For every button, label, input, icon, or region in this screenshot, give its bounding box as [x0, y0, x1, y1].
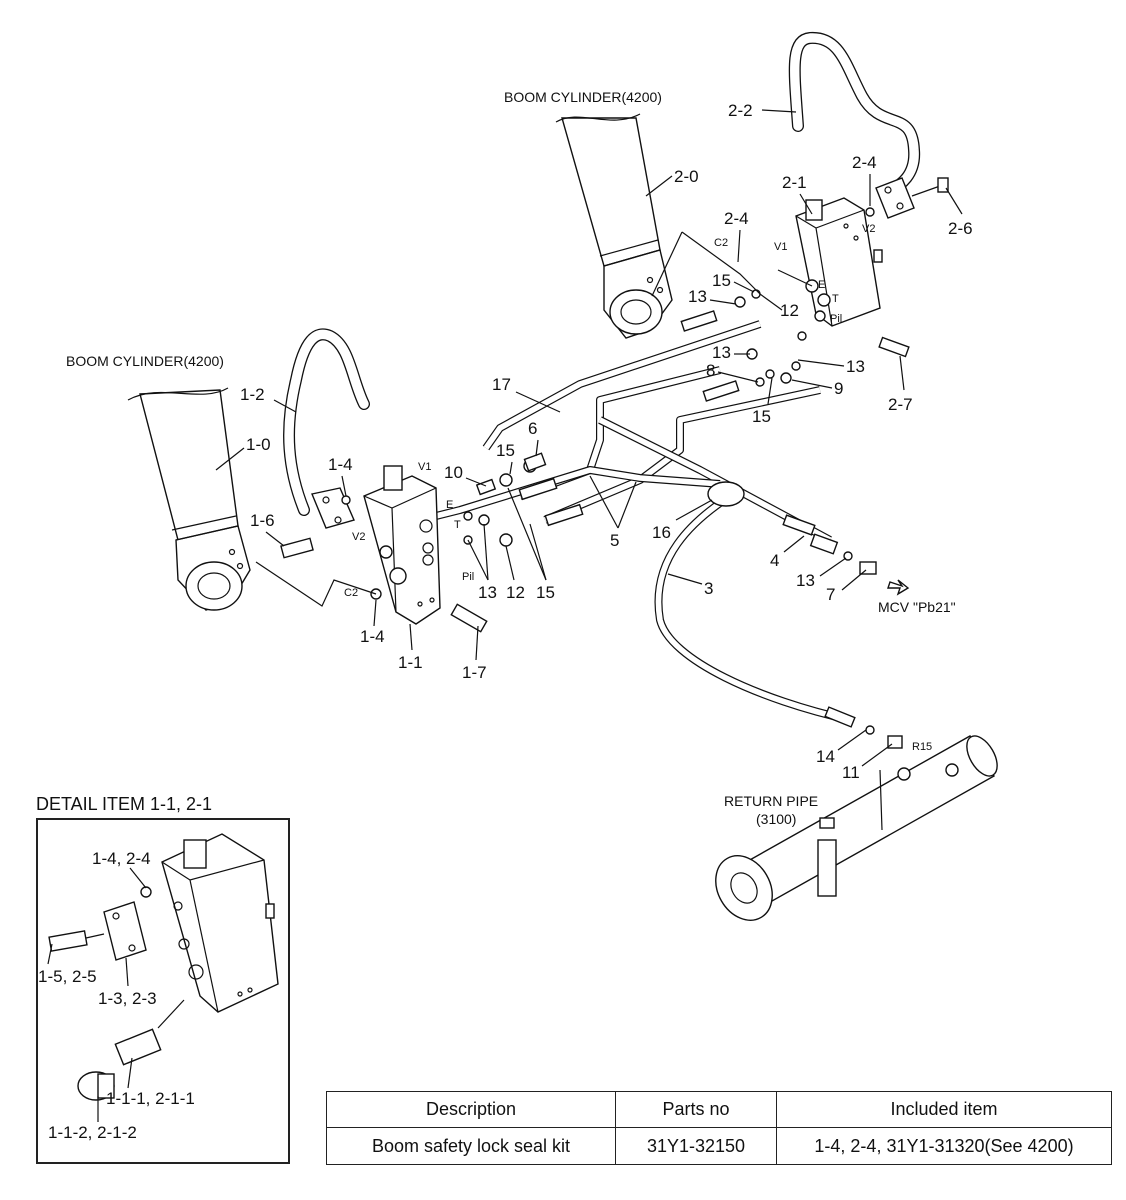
part-label: 2-4: [852, 153, 877, 172]
table-header-row: Description Parts no Included item: [326, 1091, 1112, 1128]
boom-cylinder-left: [127, 387, 251, 611]
part-label: 13: [796, 571, 815, 590]
part-label: 13: [478, 583, 497, 602]
table-row: Boom safety lock seal kit 31Y1-32150 1-4…: [326, 1127, 1112, 1165]
part-label: 1-2: [240, 385, 265, 404]
part-label: 13: [846, 357, 865, 376]
port-pil-left: Pil: [462, 571, 474, 583]
part-label: 1-4: [328, 455, 353, 474]
detail-title: DETAIL ITEM 1-1, 2-1: [36, 794, 213, 814]
return-pipe-ref-label: (3100): [756, 811, 796, 827]
part-label: 10: [444, 463, 463, 482]
part-label: 1-1: [398, 653, 423, 672]
connection-lines: [255, 231, 813, 607]
cell-description: Boom safety lock seal kit: [326, 1127, 616, 1165]
detail-box: [36, 818, 290, 1164]
part-label: 1-4: [360, 627, 385, 646]
port-c2-right: C2: [714, 237, 728, 249]
parts-table: Description Parts no Included item Boom …: [326, 1091, 1112, 1165]
port-t-left: T: [454, 519, 461, 531]
part-label: 2-2: [728, 101, 753, 120]
detail-label-plug: 1-1-1, 2-1-1: [106, 1089, 195, 1108]
part-label: 2-0: [674, 167, 699, 186]
header-included-item: Included item: [776, 1091, 1112, 1128]
mcv-arrow: [887, 579, 910, 596]
port-e: E: [446, 499, 453, 511]
part-label: 9: [834, 379, 843, 398]
part-label: 13: [688, 287, 707, 306]
detail-label-cap: 1-1-2, 2-1-2: [48, 1123, 137, 1142]
part-label: 14: [816, 747, 835, 766]
cell-included-item: 1-4, 2-4, 31Y1-31320(See 4200): [776, 1127, 1112, 1165]
part-label: 17: [492, 375, 511, 394]
valve-2-1: [795, 177, 949, 358]
cell-parts-no: 31Y1-32150: [615, 1127, 777, 1165]
part-label: 7: [826, 585, 835, 604]
port-pil-right: Pil: [830, 313, 842, 325]
detail-labels: 1-4, 2-4 1-5, 2-5 1-3, 2-3 1-1-1, 2-1-1 …: [38, 849, 195, 1142]
port-v2-left: V2: [352, 531, 365, 543]
part-label: 3: [704, 579, 713, 598]
port-v1-left: V1: [418, 461, 431, 473]
part-label: 15: [712, 271, 731, 290]
callout-labels: BOOM CYLINDER(4200) BOOM CYLINDER(4200) …: [66, 89, 956, 827]
header-description: Description: [326, 1091, 616, 1128]
port-e-right: E: [818, 279, 825, 291]
port-v2-right: V2: [862, 223, 875, 235]
hose-1-2: [283, 328, 370, 516]
part-label: 15: [496, 441, 515, 460]
part-label: 1-7: [462, 663, 487, 682]
detail-label-plate: 1-3, 2-3: [98, 989, 157, 1008]
part-label: 1-6: [250, 511, 275, 530]
part-label: 12: [506, 583, 525, 602]
part-label: 2-1: [782, 173, 807, 192]
return-pipe: [715, 735, 998, 921]
part-label: 2-6: [948, 219, 973, 238]
r15-label: R15: [912, 741, 932, 753]
part-label: 2-7: [888, 395, 913, 414]
valve-1-1: [280, 465, 488, 633]
boom-cylinder-left-label: BOOM CYLINDER(4200): [66, 353, 224, 369]
part-label: 6: [528, 419, 537, 438]
boom-cylinder-right: [555, 113, 673, 339]
port-c2-left: C2: [344, 587, 358, 599]
part-label: 1-0: [246, 435, 271, 454]
part-label: 8: [706, 361, 715, 380]
detail-label-bolt: 1-5, 2-5: [38, 967, 97, 986]
part-label: 11: [842, 763, 860, 782]
detail-label-seal: 1-4, 2-4: [92, 849, 151, 868]
part-label: 4: [770, 551, 779, 570]
part-label: 5: [610, 531, 619, 550]
port-t-right: T: [832, 293, 839, 305]
part-label: 12: [780, 301, 799, 320]
detail-drawing: [48, 833, 279, 1101]
part-number-labels: 2-2 2-4 2-1 2-0 2-6 2-4 15 13 12 13 13 8…: [215, 101, 973, 782]
clamp-16: [707, 481, 745, 507]
part-label: 2-4: [724, 209, 749, 228]
header-parts-no: Parts no: [615, 1091, 777, 1128]
part-label: 13: [712, 343, 731, 362]
mcv-label: MCV "Pb21": [878, 599, 956, 615]
part-label: 16: [652, 523, 671, 542]
boom-cylinder-right-label: BOOM CYLINDER(4200): [504, 89, 662, 105]
return-pipe-label: RETURN PIPE: [724, 793, 818, 809]
port-v1-right: V1: [774, 241, 787, 253]
hose-2-2: [788, 31, 921, 196]
fittings: [475, 289, 903, 749]
part-label: 15: [752, 407, 771, 426]
part-label: 15: [536, 583, 555, 602]
